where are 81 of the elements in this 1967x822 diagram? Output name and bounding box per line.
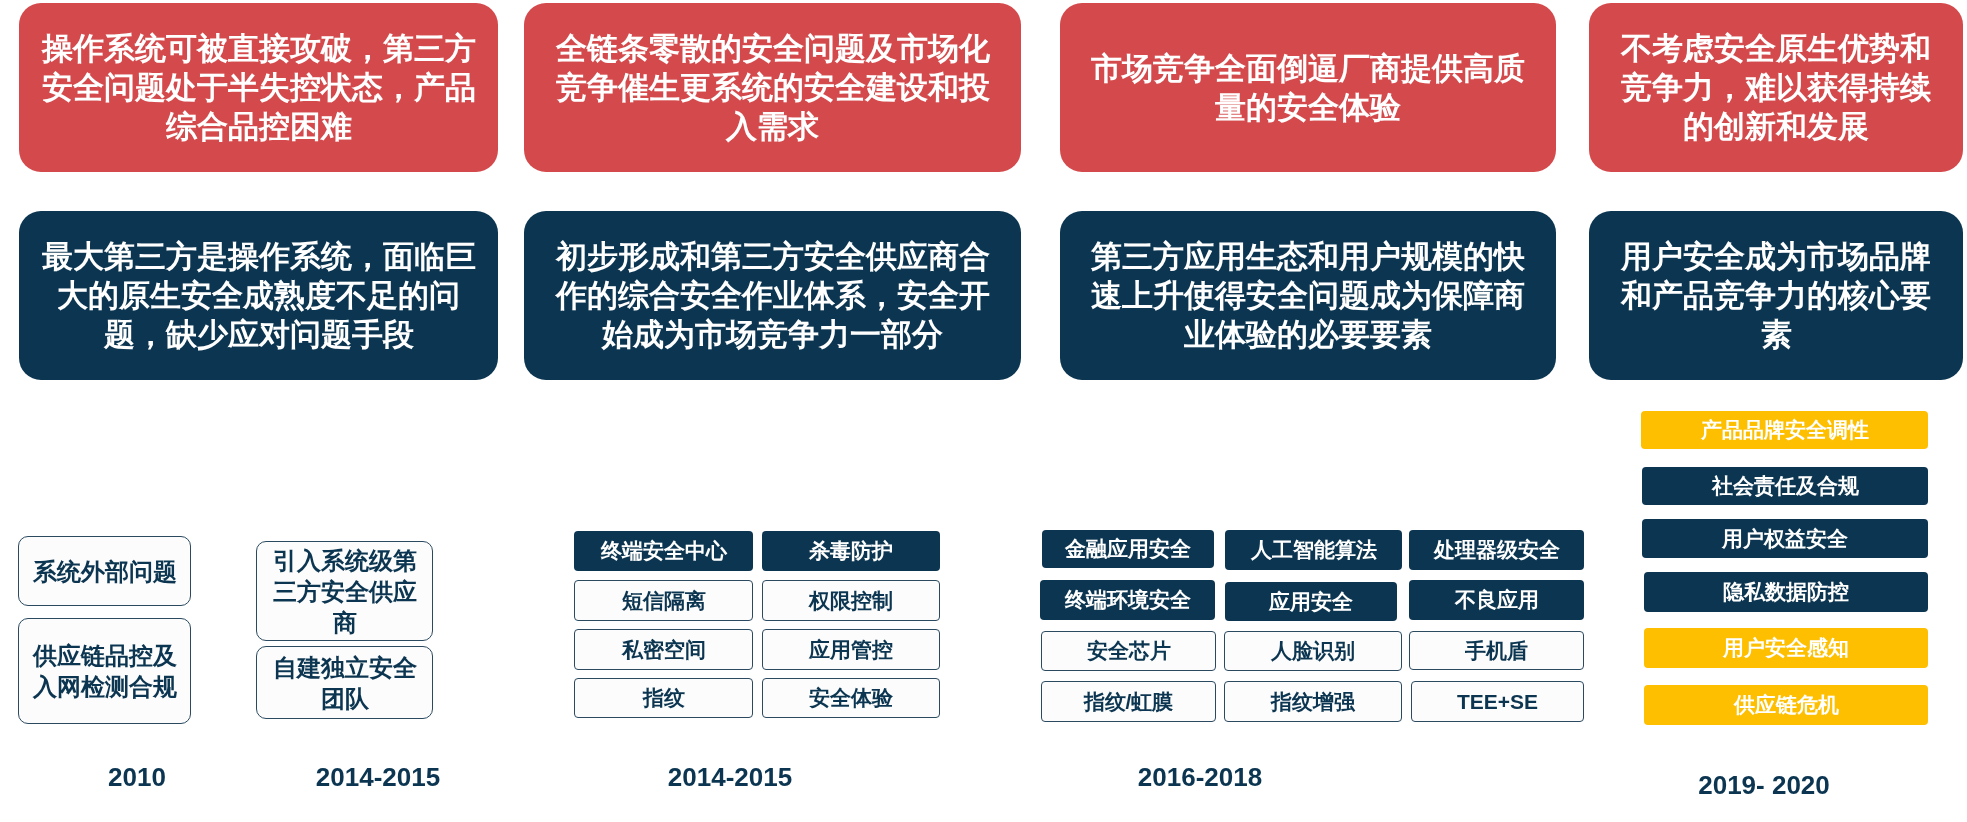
feature-tag bbox=[574, 531, 753, 571]
measure-box bbox=[256, 541, 433, 641]
feature-tag bbox=[574, 580, 753, 621]
feature-tag bbox=[1225, 530, 1402, 570]
box-text: 人工智能算法 bbox=[1250, 537, 1377, 563]
year-label: 2019- 2020 bbox=[1697, 770, 1831, 801]
measure-box bbox=[18, 536, 191, 606]
box-text: 第三方应用生态和用户规模的快速上升使得安全问题成为保障商业体验的必要要素 bbox=[1090, 238, 1526, 354]
feature-tag bbox=[1041, 681, 1216, 722]
box-text: 指纹增强 bbox=[1271, 688, 1355, 715]
box-text: 引入系统级第三方安全供应商 bbox=[271, 545, 418, 638]
stage-box bbox=[19, 211, 498, 380]
box-text: 终端环境安全 bbox=[1064, 587, 1191, 613]
problem-box bbox=[19, 3, 498, 172]
box-text: 最大第三方是操作系统，面临巨大的原生安全成熟度不足的问题，缺少应对问题手段 bbox=[40, 238, 477, 354]
feature-tag bbox=[1409, 580, 1584, 620]
box-text: 供应链品控及入网检测合规 bbox=[31, 641, 178, 702]
box-text: 私密空间 bbox=[621, 636, 706, 663]
box-text: 市场竞争全面倒逼厂商提供高质量的安全体验 bbox=[1090, 49, 1526, 127]
feature-tag bbox=[1224, 631, 1402, 671]
problem-box bbox=[524, 3, 1021, 172]
box-text: 应用管控 bbox=[809, 636, 893, 663]
feature-tag bbox=[1642, 467, 1928, 505]
box-text: 自建独立安全团队 bbox=[271, 652, 418, 714]
feature-tag bbox=[1642, 519, 1928, 558]
stage-box bbox=[1589, 211, 1963, 380]
box-text: 安全体验 bbox=[809, 685, 893, 711]
feature-tag bbox=[1224, 681, 1402, 722]
box-text: 系统外部问题 bbox=[32, 556, 177, 587]
box-text: 安全芯片 bbox=[1086, 638, 1171, 664]
box-text: 应用安全 bbox=[1269, 588, 1353, 615]
box-text: 用户权益安全 bbox=[1722, 525, 1848, 552]
box-text: 手机盾 bbox=[1465, 637, 1528, 664]
box-text: 短信隔离 bbox=[621, 587, 706, 614]
feature-tag bbox=[762, 531, 940, 571]
box-text: 不良应用 bbox=[1454, 587, 1539, 613]
feature-tag bbox=[1041, 631, 1216, 671]
box-text: TEE+SE bbox=[1456, 688, 1539, 715]
year-label: 2014-2015 bbox=[314, 762, 442, 793]
box-text: 产品品牌安全调性 bbox=[1700, 417, 1869, 443]
box-text: 社会责任及合规 bbox=[1711, 473, 1859, 499]
box-text: 初步形成和第三方安全供应商合作的综合安全作业体系，安全开始成为市场竞争力一部分 bbox=[554, 238, 991, 354]
box-text: 终端安全中心 bbox=[600, 538, 727, 564]
year-label: 2016-2018 bbox=[1136, 762, 1264, 793]
measure-box bbox=[256, 646, 433, 719]
box-text: 指纹 bbox=[642, 685, 685, 711]
feature-tag bbox=[1409, 631, 1584, 670]
stage-box bbox=[1060, 211, 1556, 380]
year-label: 2010 bbox=[107, 762, 167, 793]
box-text: 金融应用安全 bbox=[1065, 536, 1191, 562]
box-text: 用户安全感知 bbox=[1723, 635, 1849, 661]
problem-box bbox=[1589, 3, 1963, 172]
box-text: 人脸识别 bbox=[1271, 638, 1355, 664]
highlight-tag bbox=[1644, 628, 1928, 668]
box-text: 全链条零散的安全问题及市场化竞争催生更系统的安全建设和投入需求 bbox=[554, 30, 991, 146]
highlight-tag bbox=[1644, 685, 1928, 725]
stage-box bbox=[524, 211, 1021, 380]
feature-tag bbox=[762, 678, 940, 718]
box-text: 用户安全成为市场品牌和产品竞争力的核心要素 bbox=[1619, 238, 1932, 354]
feature-tag bbox=[574, 629, 753, 670]
problem-box bbox=[1060, 3, 1556, 172]
feature-tag bbox=[1644, 572, 1928, 612]
feature-tag bbox=[762, 629, 940, 670]
feature-tag bbox=[574, 678, 753, 718]
box-text: 指纹/虹膜 bbox=[1083, 688, 1174, 715]
box-text: 不考虑安全原生优势和竞争力，难以获得持续的创新和发展 bbox=[1619, 30, 1932, 146]
year-label: 2014-2015 bbox=[666, 762, 794, 793]
box-text: 权限控制 bbox=[809, 587, 893, 614]
feature-tag bbox=[762, 580, 940, 621]
feature-tag bbox=[1040, 580, 1215, 620]
box-text: 供应链危机 bbox=[1733, 692, 1839, 718]
box-text: 操作系统可被直接攻破，第三方安全问题处于半失控状态，产品综合品控困难 bbox=[40, 30, 477, 146]
measure-box bbox=[18, 618, 191, 724]
feature-tag bbox=[1042, 530, 1214, 568]
box-text: 杀毒防护 bbox=[809, 538, 893, 564]
feature-tag bbox=[1409, 530, 1584, 570]
box-text: 处理器级安全 bbox=[1433, 537, 1560, 563]
feature-tag bbox=[1411, 681, 1584, 722]
box-text: 隐私数据防控 bbox=[1723, 579, 1849, 605]
feature-tag bbox=[1225, 582, 1397, 621]
highlight-tag bbox=[1641, 411, 1928, 449]
